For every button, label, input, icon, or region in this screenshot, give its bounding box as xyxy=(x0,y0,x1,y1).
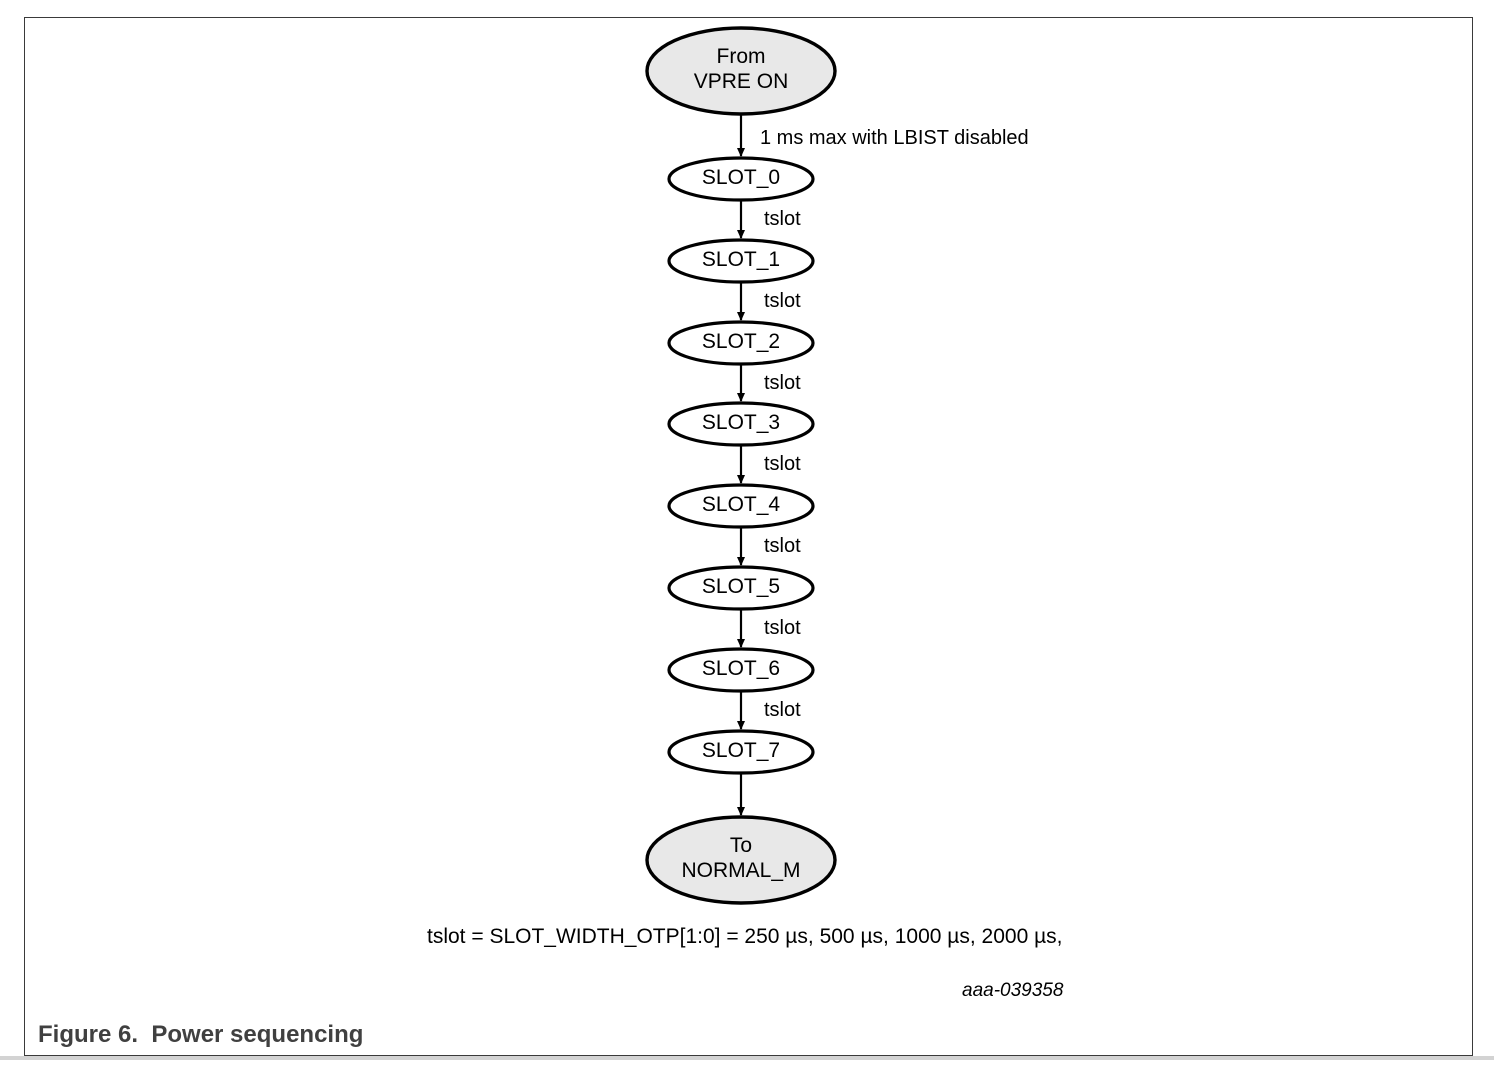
node-slot-6-label: SLOT_6 xyxy=(701,656,781,680)
node-slot-2-label: SLOT_2 xyxy=(701,329,781,353)
node-slot-7-label: SLOT_7 xyxy=(701,738,781,762)
node-to-normal-m-label: To NORMAL_M xyxy=(681,834,801,882)
edge-slot-4-slot-5-label: tslot xyxy=(764,535,801,557)
caption-rule xyxy=(0,1056,1494,1060)
figure-caption: Figure 6. Power sequencing xyxy=(38,1021,364,1048)
edge-from-vpre-on-slot-0-label: 1 ms max with LBIST disabled xyxy=(760,127,1029,149)
edge-slot-0-slot-1-label: tslot xyxy=(764,208,801,230)
node-slot-5-label: SLOT_5 xyxy=(701,574,781,598)
node-slot-3-label: SLOT_3 xyxy=(701,410,781,434)
node-slot-1-label: SLOT_1 xyxy=(701,247,781,271)
edge-slot-1-slot-2-label: tslot xyxy=(764,290,801,312)
edge-slot-3-slot-4-label: tslot xyxy=(764,453,801,475)
node-slot-4-label: SLOT_4 xyxy=(701,492,781,516)
edge-slot-5-slot-6-label: tslot xyxy=(764,617,801,639)
node-from-vpre-on-label: From VPRE ON xyxy=(693,45,789,93)
tslot-formula-text: tslot = SLOT_WIDTH_OTP[1:0] = 250 µs, 50… xyxy=(427,925,1063,948)
node-slot-0-label: SLOT_0 xyxy=(701,165,781,189)
edge-slot-2-slot-3-label: tslot xyxy=(764,372,801,394)
edge-slot-6-slot-7-label: tslot xyxy=(764,699,801,721)
artwork-id-text: aaa-039358 xyxy=(962,980,1064,1001)
